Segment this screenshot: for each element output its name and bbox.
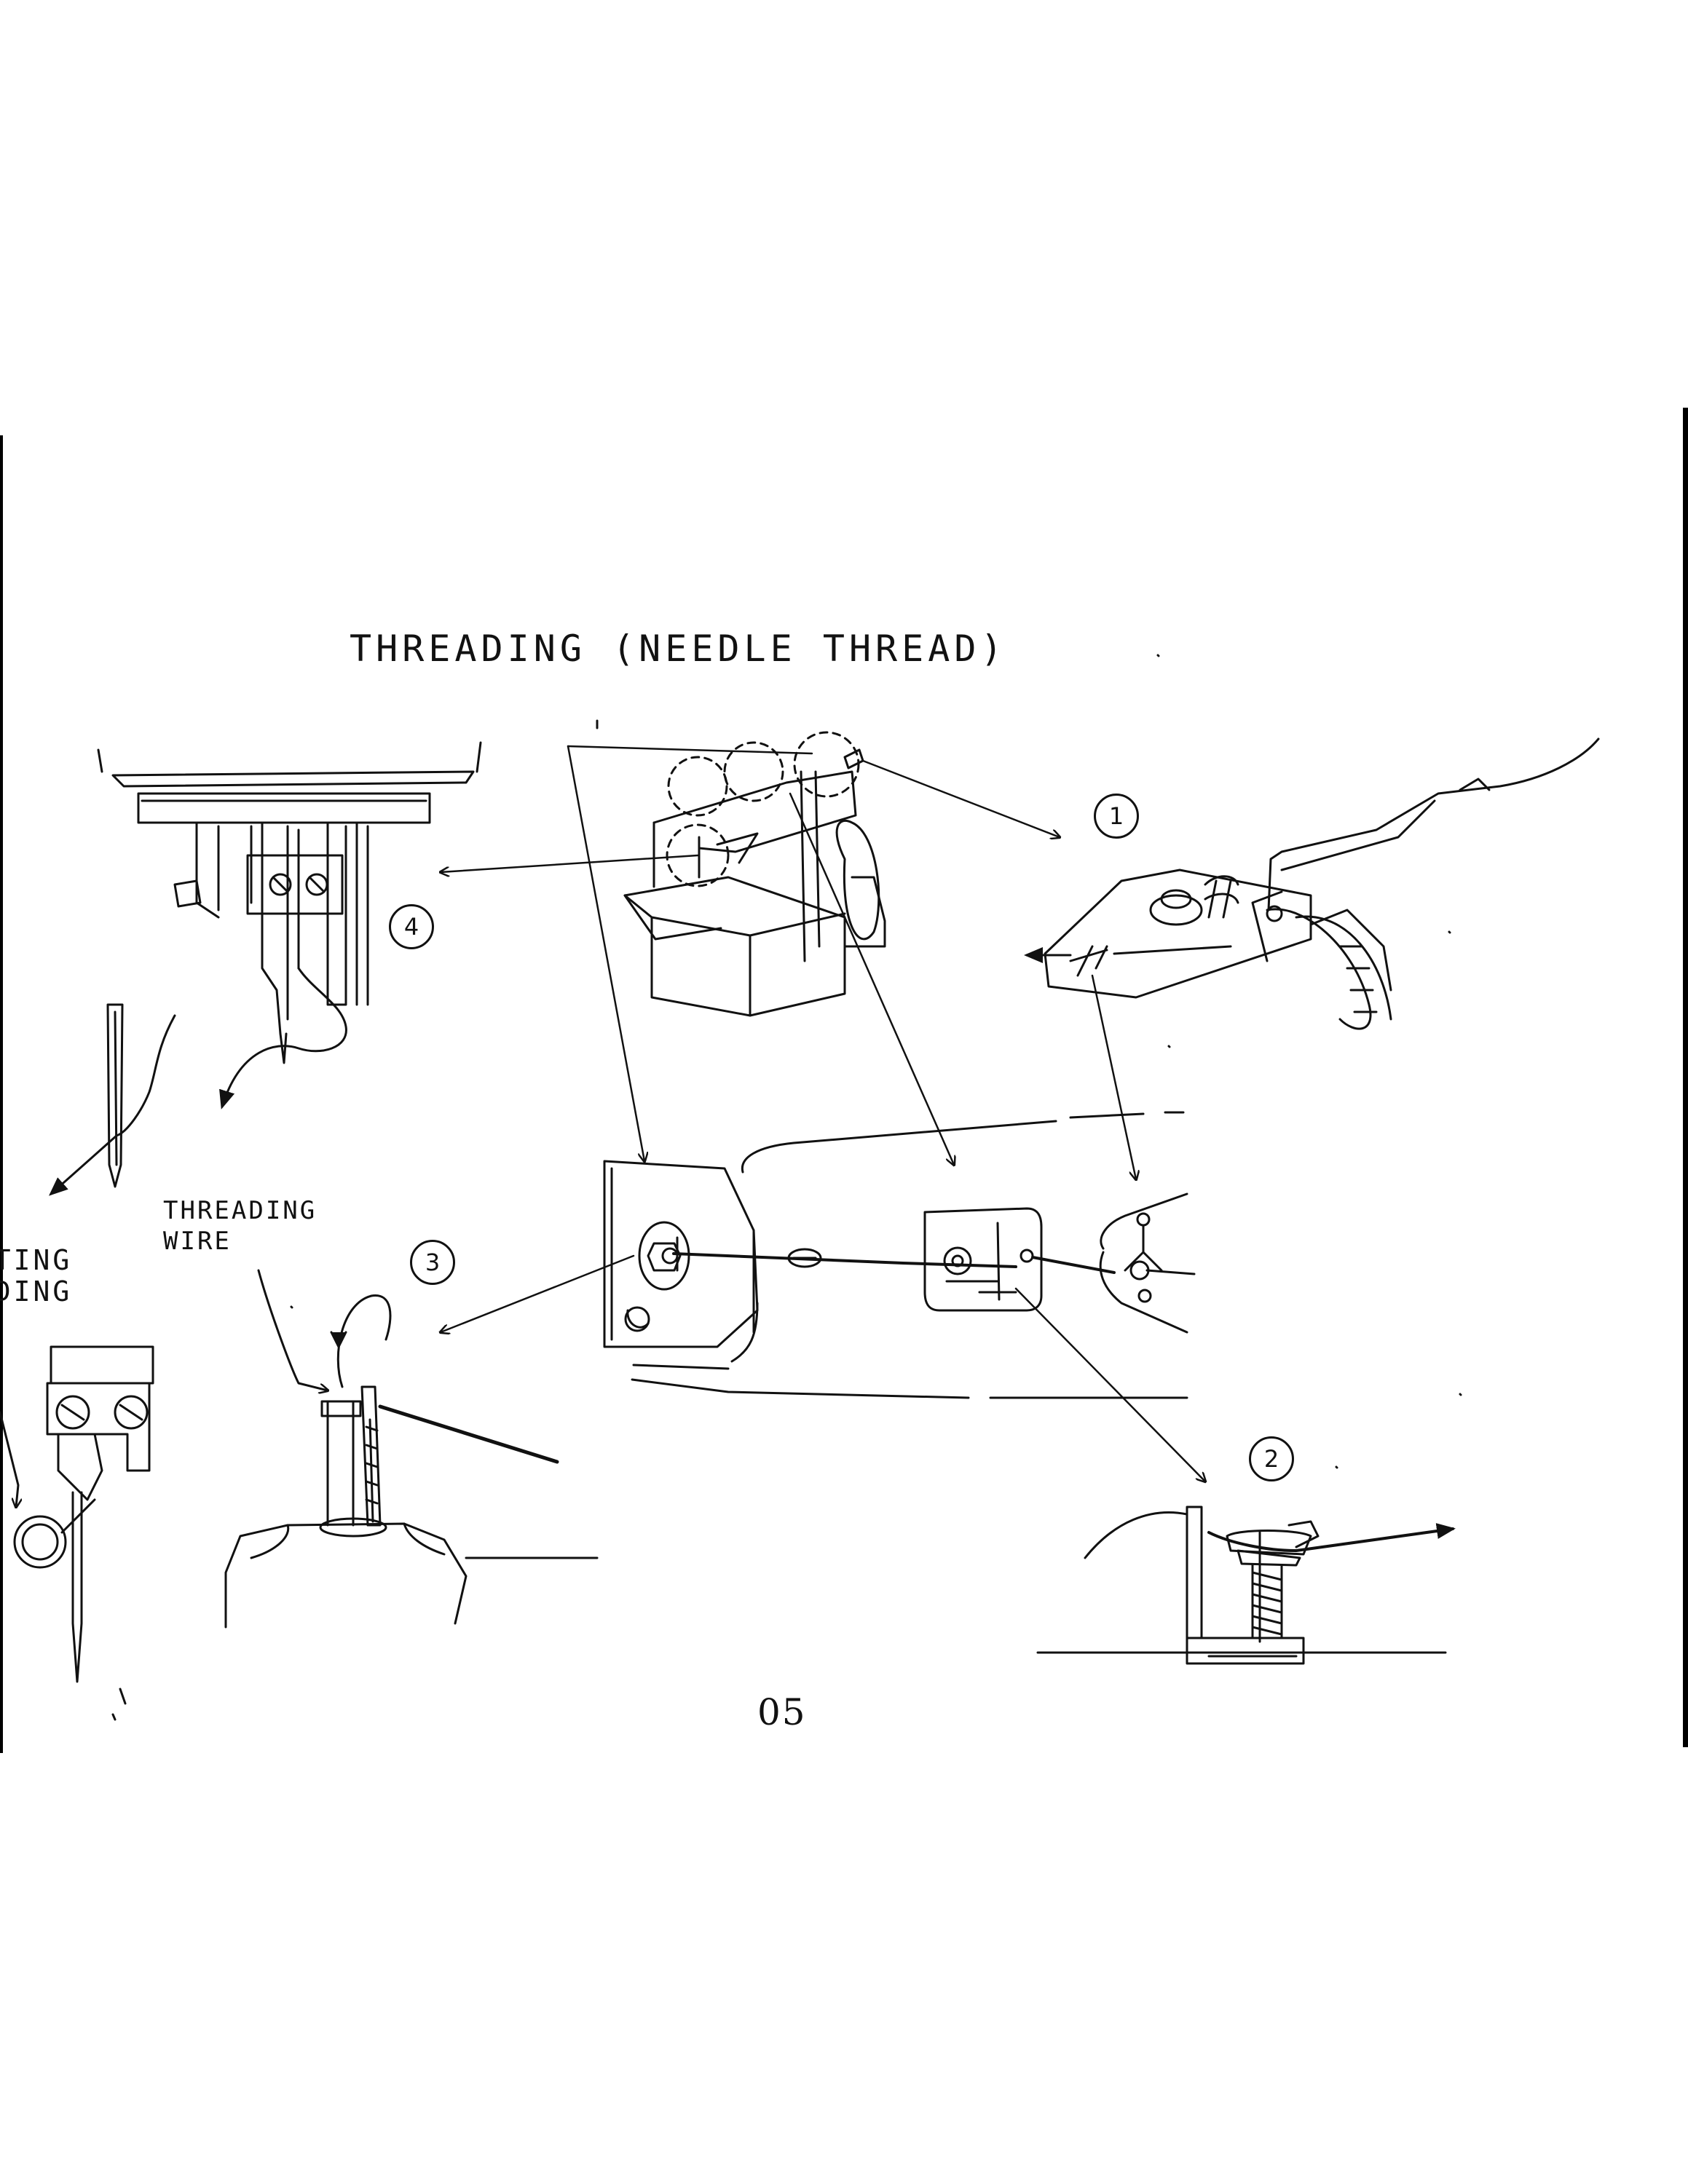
needle-bar-detail-4 bbox=[97, 741, 482, 1109]
thread-guide-plate bbox=[603, 1111, 1196, 1399]
looper-threader-partial bbox=[0, 1345, 154, 1705]
cut-off-side-label: ERTING bbox=[0, 1244, 73, 1276]
left-page-edge bbox=[0, 435, 3, 1753]
page-number: 05 bbox=[757, 1691, 807, 1733]
threading-wire-label-line2: WIRE bbox=[163, 1227, 232, 1256]
page-title: THREADING (NEEDLE THREAD) bbox=[350, 628, 1007, 670]
cut-off-side-label-line2: EADING bbox=[0, 1275, 73, 1307]
step-marker-2: 2 bbox=[1249, 1436, 1294, 1481]
needle-closeup bbox=[49, 1003, 176, 1196]
step-marker-4: 4 bbox=[389, 904, 434, 949]
tension-assembly-detail-1 bbox=[1024, 737, 1600, 1030]
right-page-edge bbox=[1683, 408, 1688, 1747]
pointer-lines bbox=[441, 745, 1205, 1481]
threading-wire-detail-3 bbox=[224, 1269, 599, 1629]
threading-wire-label: THREADING bbox=[163, 1196, 318, 1225]
scan-specks bbox=[111, 654, 1462, 1721]
step-marker-1: 1 bbox=[1094, 794, 1139, 839]
step-marker-3: 3 bbox=[410, 1240, 455, 1285]
tension-disc-detail-2 bbox=[1036, 1506, 1456, 1665]
machine-overview-drawing bbox=[623, 731, 886, 1017]
